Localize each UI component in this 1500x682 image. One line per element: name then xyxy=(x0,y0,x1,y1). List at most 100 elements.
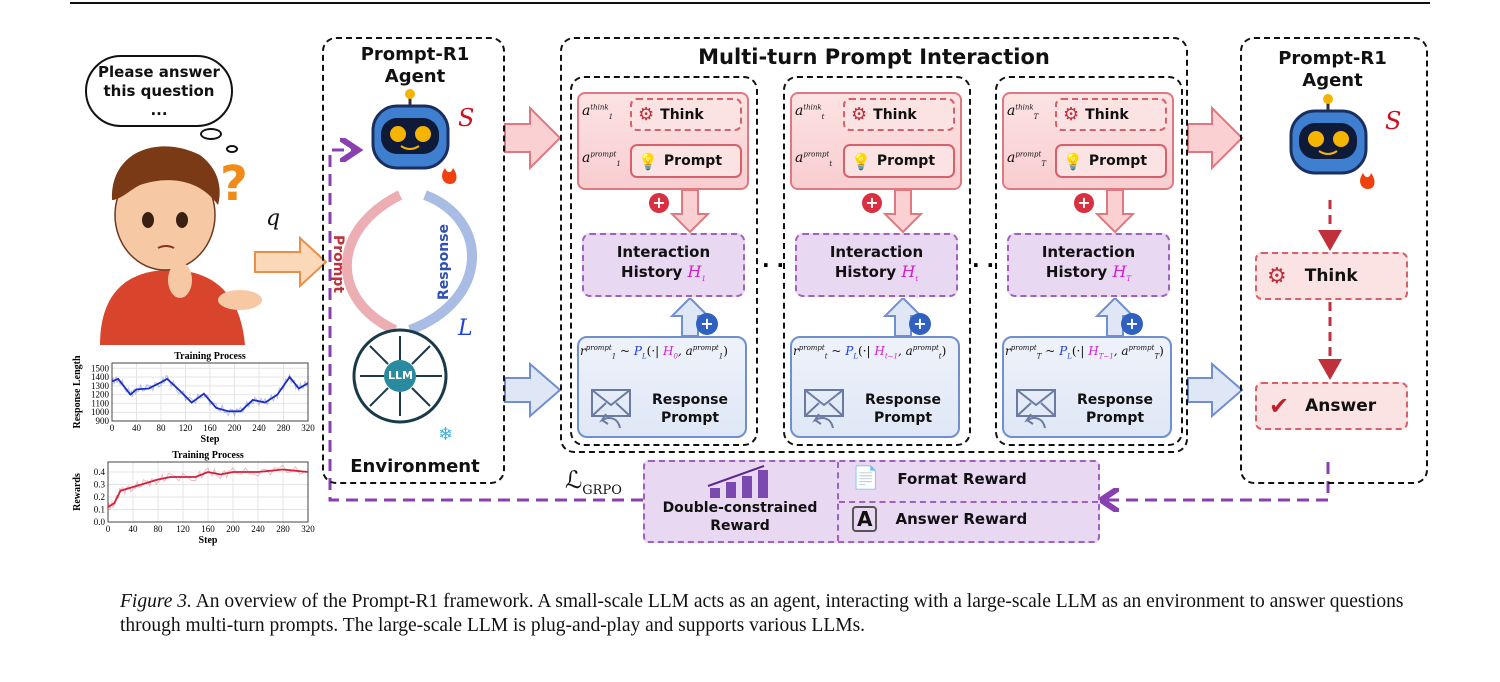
final-answer-box: ✔Answer xyxy=(1255,382,1408,430)
sub: T−1 xyxy=(1098,352,1114,361)
figure-caption: Figure 3. An overview of the Prompt-R1 f… xyxy=(120,590,1420,638)
title-line: Prompt-R1 xyxy=(360,44,470,65)
agent-to-interaction-arrow xyxy=(504,105,562,171)
history-symbol: H1 xyxy=(688,262,706,283)
prompt-label: Prompt xyxy=(1088,153,1148,169)
x-tick-label: 0 xyxy=(106,524,111,534)
sub: 1 xyxy=(608,112,614,121)
response-formula: rprompt1 ~ PL(·| H0, aprompt1) xyxy=(580,344,728,361)
title-line: Agent xyxy=(1302,70,1363,91)
x-tick-label: 120 xyxy=(176,524,190,534)
y-tick-label: 0.1 xyxy=(94,505,105,515)
smoothed-series-line xyxy=(111,375,309,413)
sym: a xyxy=(1121,344,1129,358)
label-line: History xyxy=(621,263,683,281)
x-tick-label: 240 xyxy=(252,423,266,433)
chart-title: Training Process xyxy=(174,351,246,362)
response-box xyxy=(1002,336,1172,438)
sub: T xyxy=(1154,352,1160,361)
dots-1: · · xyxy=(762,253,784,277)
add-icon: + xyxy=(862,193,882,213)
gear-icon: ⚙ xyxy=(851,104,868,125)
x-tick-label: 80 xyxy=(154,524,164,534)
x-tick-label: 40 xyxy=(129,524,139,534)
up-arrow xyxy=(670,298,710,337)
right-agent-panel xyxy=(1240,37,1428,484)
tilde: ~ xyxy=(831,344,842,358)
response-arc-label: Response xyxy=(436,223,452,300)
tilde: ~ xyxy=(1045,344,1056,358)
label-line: History xyxy=(834,263,897,281)
sub: t xyxy=(824,352,828,361)
sym: r xyxy=(580,344,586,358)
response-formula: rpromptt ~ PL(·| Ht−1, apromptt) xyxy=(793,344,947,361)
cond: (·| xyxy=(1071,344,1085,358)
question-mark-icon: ? xyxy=(220,156,248,212)
thought-dot xyxy=(226,145,238,153)
sym: a xyxy=(795,103,804,119)
y-tick-label: 900 xyxy=(96,416,110,426)
gear-icon: ⚙ xyxy=(1063,104,1080,125)
sym: r xyxy=(793,344,799,358)
chart-title: Training Process xyxy=(172,450,244,461)
history-symbol: Ht xyxy=(901,262,918,283)
right-agent-title: Prompt-R1 Agent xyxy=(1245,48,1420,92)
agent-symbol: S xyxy=(458,104,475,132)
sub: T xyxy=(1041,159,1047,168)
x-tick-label: 280 xyxy=(277,423,291,433)
think-label: Think xyxy=(1085,106,1129,123)
y-tick-label: 0.2 xyxy=(94,492,105,502)
sup: prompt xyxy=(912,344,939,352)
env-to-interaction-arrow xyxy=(504,361,562,419)
sub: t xyxy=(829,159,833,168)
interaction-title: Multi-turn Prompt Interaction xyxy=(698,45,1050,69)
think-action-symbol: athink1 xyxy=(582,103,613,121)
left-agent-panel xyxy=(322,37,505,484)
lightbulb-icon: 💡 xyxy=(1063,151,1083,171)
prompt-label: Prompt xyxy=(876,153,936,169)
close: ) xyxy=(941,344,947,358)
prompt-action-symbol: aprompt1 xyxy=(582,150,621,168)
think-label: Think xyxy=(660,106,704,123)
prompt-box: 💡Prompt xyxy=(630,144,742,178)
x-tick-label: 200 xyxy=(228,423,242,433)
sup: prompt xyxy=(1010,344,1037,352)
add-icon: + xyxy=(649,193,669,213)
left-agent-title: Prompt-R1 Agent xyxy=(330,44,500,88)
sup: prompt xyxy=(1128,344,1155,352)
label-line: History xyxy=(1045,263,1108,281)
prompt-label: Prompt xyxy=(663,153,723,169)
sub: 1 xyxy=(718,352,724,361)
label-line: Reward xyxy=(710,518,770,534)
sym: P xyxy=(845,344,854,358)
sup: prompt xyxy=(692,344,719,352)
sub: T xyxy=(1033,112,1039,121)
response-arc-arrow xyxy=(408,190,477,335)
close: ) xyxy=(723,344,728,358)
fire-icon xyxy=(1360,173,1375,189)
plot-frame xyxy=(111,362,309,422)
history-symbol: HT xyxy=(1112,262,1131,283)
interaction-panel xyxy=(560,37,1188,453)
label-line: Double-constrained xyxy=(662,500,818,516)
caption-label: Figure 3. xyxy=(120,591,192,612)
y-tick-label: 0.3 xyxy=(94,480,106,490)
turn-panel xyxy=(995,76,1183,446)
sup: prompt xyxy=(798,344,825,352)
sym: P xyxy=(633,344,642,358)
sym: H xyxy=(874,344,885,358)
cond: (·| xyxy=(646,344,660,358)
add-icon: + xyxy=(909,313,931,335)
top-rule xyxy=(70,2,1430,4)
sup: think xyxy=(1015,103,1034,112)
y-axis-label: Rewards xyxy=(72,473,83,511)
question-arrow xyxy=(254,235,328,289)
robot-agent-icon xyxy=(1289,94,1375,189)
sub: L xyxy=(853,352,859,361)
thinking-boy-illustration: ? xyxy=(100,146,262,345)
